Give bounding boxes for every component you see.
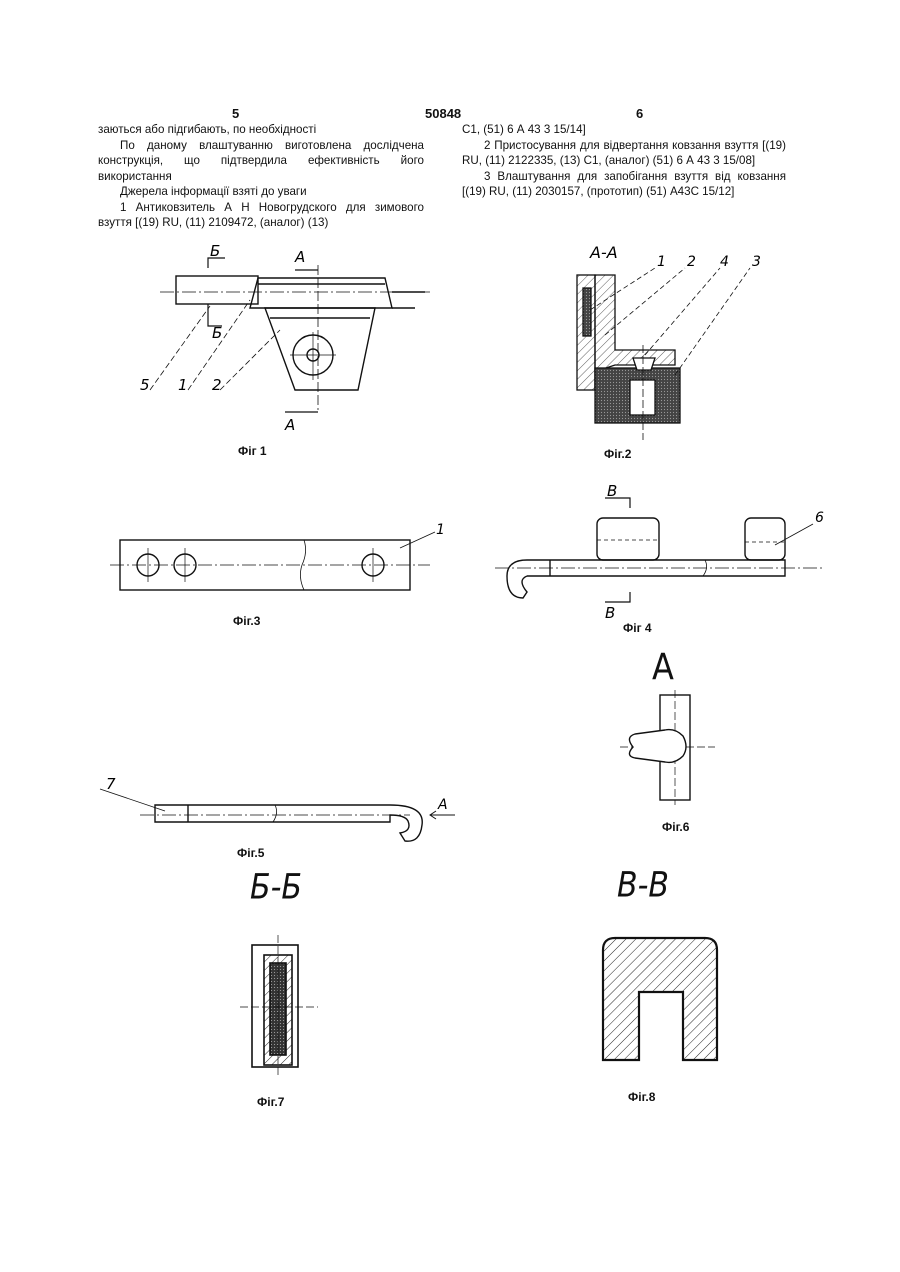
fig1-label-2: 2 (212, 376, 222, 394)
fig1-label-1: 1 (178, 376, 188, 394)
fig6-view-title: А (652, 645, 674, 689)
fig4-label-6: 6 (815, 510, 824, 526)
fig5-label-7: 7 (106, 775, 116, 793)
fig2-drawing: А-А 1 2 4 3 (555, 240, 785, 440)
fig8-section-title: В-В (617, 865, 669, 905)
fig4-drawing: В В 6 (495, 480, 840, 620)
fig6-caption: Фіг.6 (662, 820, 689, 834)
fig5-caption: Фіг.5 (237, 846, 264, 860)
fig2-label-4: 4 (720, 254, 729, 270)
fig4-label-v-top: В (607, 482, 617, 500)
right-paragraph-2: 2 Пристосування для відвертання ковзання… (462, 138, 786, 169)
fig7-caption: Фіг.7 (257, 1095, 284, 1109)
fig1-label-b-bottom: Б (212, 324, 222, 342)
patent-number: 50848 (425, 106, 461, 121)
fig2-label-2: 2 (687, 254, 696, 270)
fig2-label-3: 3 (752, 254, 761, 270)
fig4-caption: Фіг 4 (623, 621, 652, 635)
right-text-column: С1, (51) 6 А 43 3 15/14] 2 Пристосування… (462, 122, 786, 200)
fig4-label-v-bottom: В (605, 604, 615, 622)
fig5-label-a: А (437, 797, 448, 813)
fig3-label-1: 1 (436, 522, 445, 538)
fig5-drawing: 7 А (100, 775, 460, 845)
fig8-caption: Фіг.8 (628, 1090, 655, 1104)
left-paragraph-1: заються або підгибають, по необхідності (98, 122, 424, 138)
right-paragraph-3: 3 Влаштування для запобігання взуття від… (462, 169, 786, 200)
fig2-label-1: 1 (657, 254, 666, 270)
fig1-caption: Фіг 1 (238, 444, 267, 458)
right-paragraph-1: С1, (51) 6 А 43 3 15/14] (462, 122, 786, 138)
fig2-title: А-А (589, 243, 618, 262)
fig1-label-b-top: Б (210, 242, 220, 260)
fig7-section-title: Б-Б (250, 867, 302, 907)
left-text-column: заються або підгибають, по необхідності … (98, 122, 424, 231)
fig1-drawing: Б Б А А 5 1 2 (130, 240, 450, 440)
fig1-label-5: 5 (140, 376, 150, 394)
right-page-number: 6 (636, 106, 643, 121)
left-paragraph-3: Джерела інформації взяті до уваги (98, 184, 424, 200)
fig6-drawing (615, 690, 725, 805)
fig1-label-a-bottom: А (284, 416, 295, 434)
fig7-drawing (240, 935, 330, 1075)
left-page-number: 5 (232, 106, 239, 121)
fig1-label-a-top: А (294, 248, 305, 266)
left-paragraph-2: По даному влаштуванню виготовлена дослід… (98, 138, 424, 185)
fig3-caption: Фіг.3 (233, 614, 260, 628)
left-paragraph-4: 1 Антиковзитель А Н Новогрудского для зи… (98, 200, 424, 231)
fig3-drawing: 1 (110, 520, 450, 610)
fig2-caption: Фіг.2 (604, 447, 631, 461)
fig8-drawing (595, 930, 725, 1070)
